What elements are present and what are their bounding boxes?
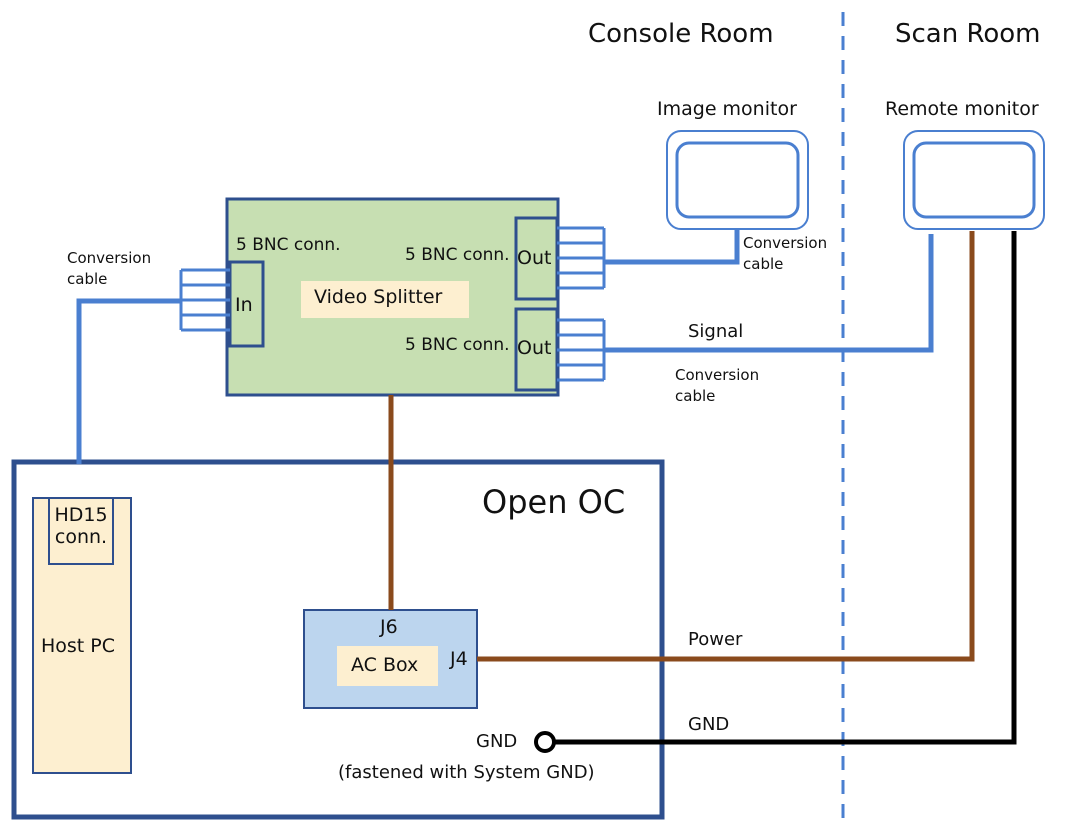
console-room-title: Console Room: [588, 19, 774, 49]
image-monitor-label: Image monitor: [657, 98, 797, 120]
conversion-cable-mid-label: Conversion cable: [675, 366, 760, 406]
remote-monitor-screen: [912, 141, 1036, 219]
out2-connector-label: 5 BNC conn.: [405, 335, 510, 355]
ground-cable: [555, 231, 1017, 745]
bnc-in-pins: [179, 268, 230, 332]
power-label: Power: [688, 629, 743, 650]
splitter-out1-label: Out: [517, 247, 552, 269]
splitter-in-label: In: [235, 294, 253, 316]
signal-cable-host-to-splitter: [76, 298, 181, 464]
splitter-out2-label: Out: [517, 337, 552, 359]
power-cable-ac-box-to-remote-monitor: [477, 231, 975, 662]
ground-terminal-label: GND: [476, 731, 518, 752]
conversion-cable-top-label: Conversion cable: [743, 234, 828, 274]
remote-monitor-label: Remote monitor: [885, 98, 1039, 120]
open-oc-title: Open OC: [482, 483, 626, 521]
video-splitter-label-bg: [301, 281, 469, 318]
ac-box-label-bg: [337, 646, 438, 686]
host-pc-label: Host PC: [41, 635, 116, 657]
ac-box-label: AC Box: [351, 654, 419, 676]
out1-connector-label: 5 BNC conn.: [405, 245, 510, 265]
hd15-connector-label: HD15 conn.: [54, 504, 108, 548]
open-oc-box: [11, 459, 665, 820]
in-connector-label: 5 BNC conn.: [236, 235, 341, 255]
image-monitor-screen: [675, 141, 800, 219]
signal-cable-splitter-to-image-monitor: [604, 229, 740, 265]
j6-label: J6: [380, 616, 398, 638]
splitter-out2-port: [514, 307, 559, 392]
signal-cable-splitter-to-remote-monitor: [604, 234, 934, 353]
conversion-cable-left-label: Conversion cable: [67, 249, 152, 289]
bnc-out2-pins: [557, 318, 606, 382]
ground-note: (fastened with System GND): [338, 762, 595, 783]
signal-label: Signal: [688, 321, 744, 342]
j4-label: J4: [450, 648, 468, 670]
gnd-cable-label: GND: [688, 714, 730, 735]
hd15-connector-box: [48, 497, 114, 565]
splitter-in-port: [228, 260, 265, 348]
splitter-out1-port: [514, 216, 559, 301]
bnc-out1-pins: [557, 226, 606, 290]
scan-room-title: Scan Room: [895, 19, 1041, 49]
ground-terminal: [534, 731, 556, 753]
video-splitter-label: Video Splitter: [314, 286, 443, 308]
